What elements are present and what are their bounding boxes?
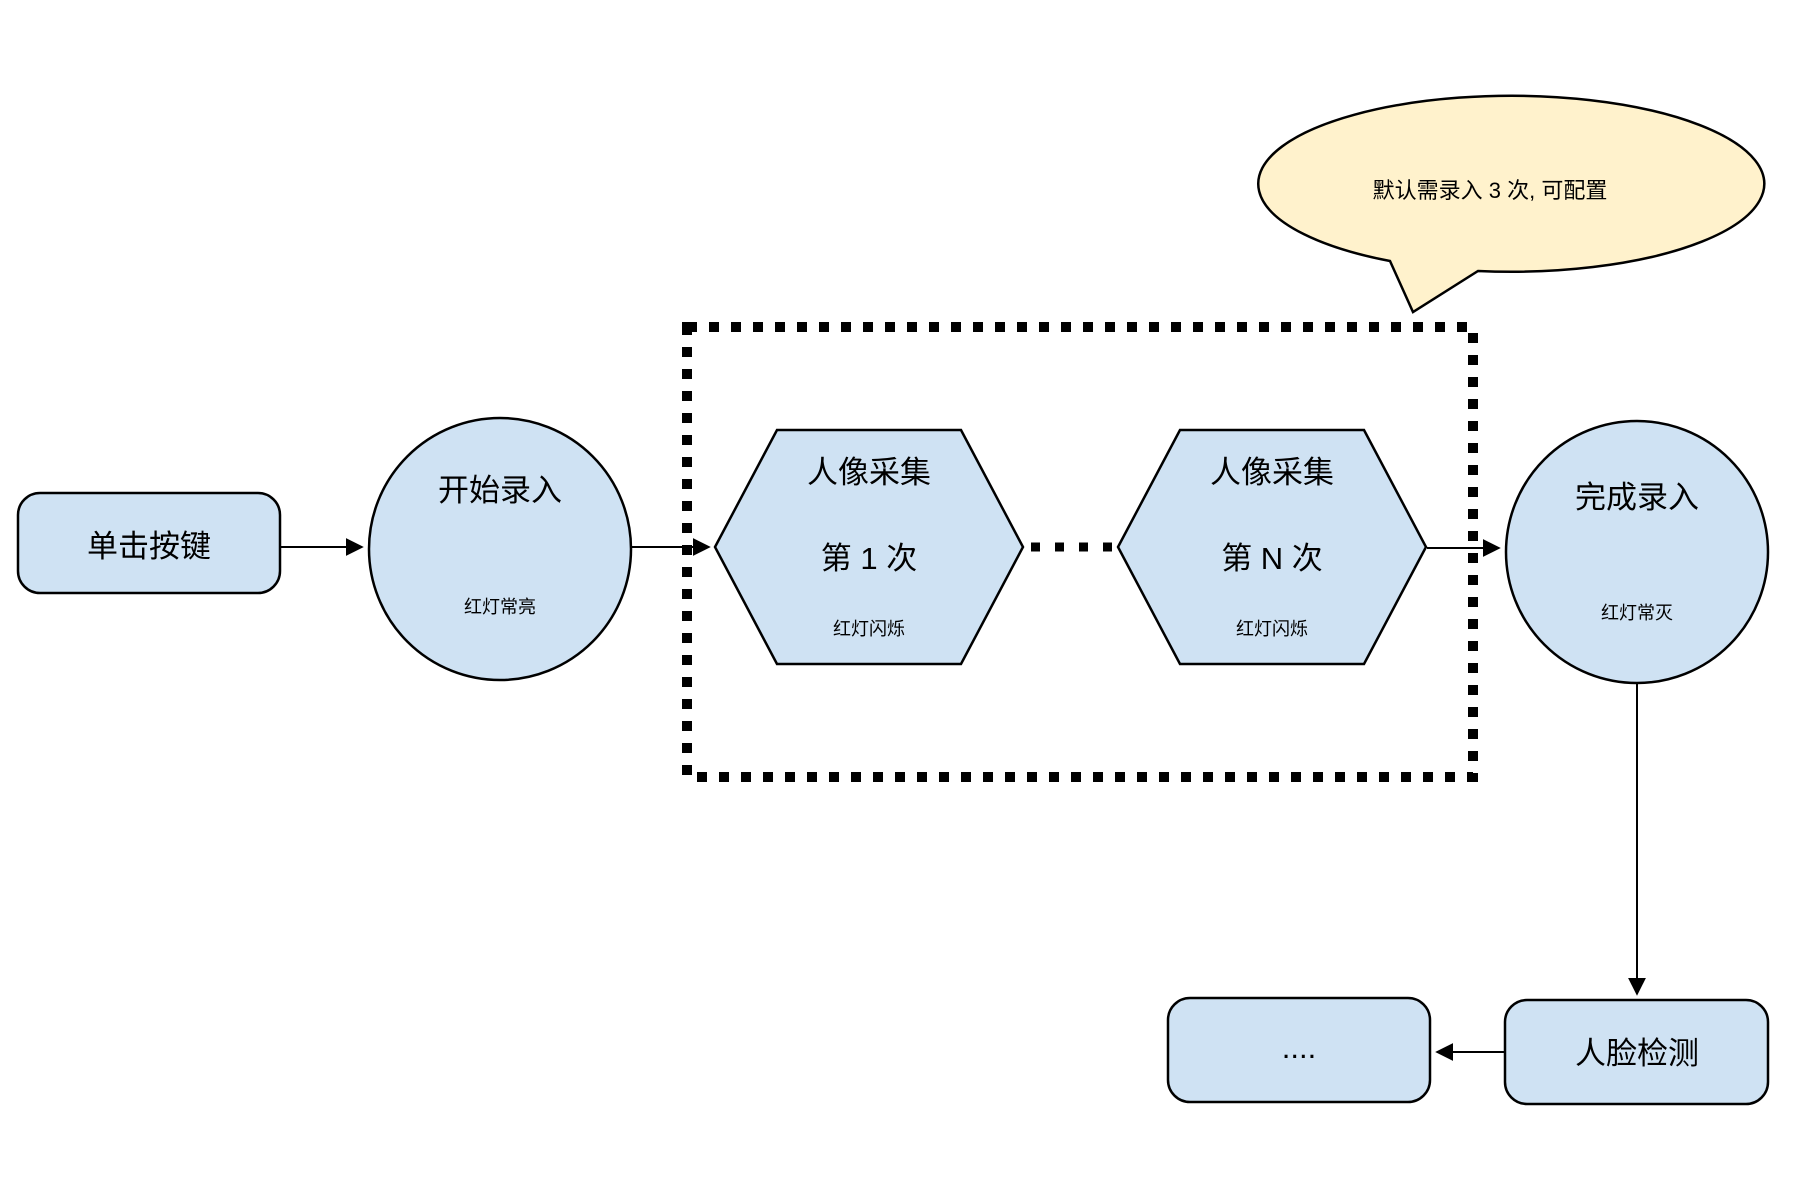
start-capture-shape [367, 416, 633, 682]
capture-nth-subtitle: 第 N 次 [1221, 541, 1323, 576]
face-detection-shape [1503, 998, 1770, 1106]
capture-first-status: 红灯闪烁 [833, 619, 905, 639]
capture-first-title: 人像采集 [807, 455, 931, 490]
capture-nth-status: 红灯闪烁 [1236, 619, 1308, 639]
start-capture-status: 红灯常亮 [464, 597, 536, 617]
repetition-frame [682, 322, 1478, 782]
node-finish-capture: 完成录入 红灯常灭 [1504, 419, 1770, 685]
capture-first-shape [713, 428, 1025, 666]
node-more-steps: .... [1166, 996, 1432, 1104]
callout-shape [1257, 94, 1766, 314]
more-steps-label: .... [1282, 1030, 1316, 1065]
node-face-detection: 人脸检测 [1503, 998, 1770, 1106]
node-start-capture: 开始录入 红灯常亮 [367, 416, 633, 682]
node-click-button: 单击按键 [16, 491, 282, 595]
click-button-label: 单击按键 [87, 529, 211, 564]
click-button-shape [16, 491, 282, 595]
capture-first-subtitle: 第 1 次 [821, 541, 917, 576]
face-detection-label: 人脸检测 [1575, 1036, 1699, 1071]
finish-capture-shape [1504, 419, 1770, 685]
start-capture-label: 开始录入 [438, 473, 562, 508]
callout-text: 默认需录入 3 次, 可配置 [1373, 178, 1608, 203]
finish-capture-label: 完成录入 [1575, 480, 1699, 515]
node-capture-nth: 人像采集 第 N 次 红灯闪烁 [1116, 428, 1428, 666]
more-steps-shape [1166, 996, 1432, 1104]
node-capture-first: 人像采集 第 1 次 红灯闪烁 [713, 428, 1025, 666]
finish-capture-status: 红灯常灭 [1601, 603, 1673, 623]
callout-bubble: 默认需录入 3 次, 可配置 [1257, 94, 1766, 314]
capture-nth-shape [1116, 428, 1428, 666]
capture-nth-title: 人像采集 [1210, 455, 1334, 490]
